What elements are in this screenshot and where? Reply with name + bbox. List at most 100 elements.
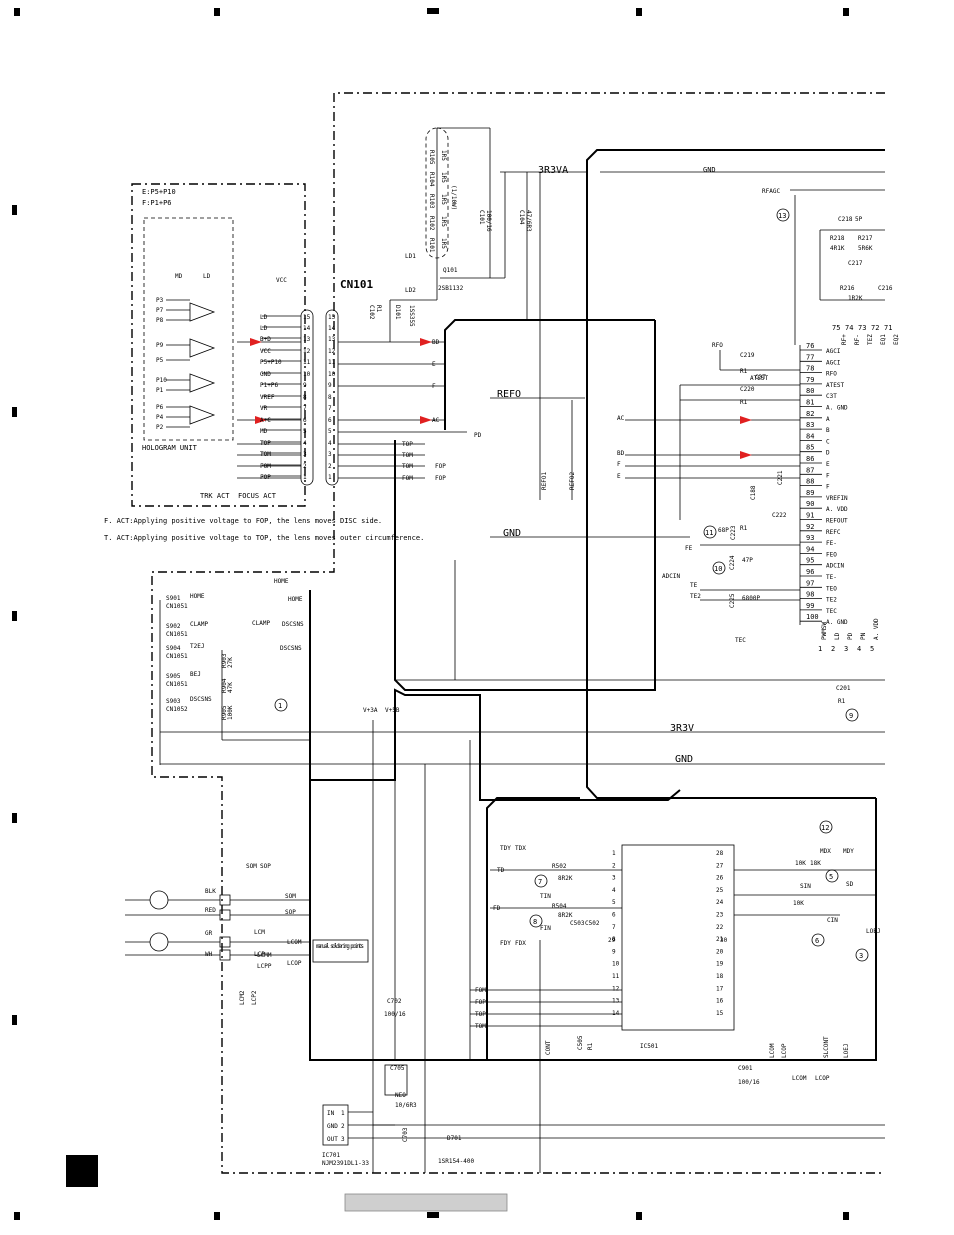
photodiode-pin: P5 [156, 357, 164, 364]
main-ic-pin-name: TE2 [826, 597, 837, 604]
callout-circle [712, 561, 726, 575]
main-ic-part: 5P [855, 216, 863, 223]
switch-resistor: 27K [227, 657, 234, 668]
main-ic-label: AC [617, 415, 625, 422]
cn101-pin-right: 2 [328, 463, 332, 470]
switch-ref: S903 [166, 698, 181, 705]
main-ic-pin: 86 [806, 455, 814, 463]
main-dashed-outline [151, 92, 885, 1174]
main-ic-part: R1 [740, 368, 748, 375]
border-marks [12, 8, 849, 1220]
driver-signal: C503 [570, 920, 585, 927]
driver-pin-right: 27 [716, 862, 724, 869]
main-ic-part: 47P [742, 557, 753, 564]
main-ic-pin: 96 [806, 568, 814, 576]
page-box [66, 1155, 98, 1187]
main-ic-pin: 98 [806, 591, 814, 599]
cn101-pin-left: 1 [303, 474, 307, 481]
callout-circle [529, 914, 543, 928]
cn101-right-signal: TOP [402, 441, 413, 448]
main-ic-pin: 90 [806, 500, 814, 508]
resistor-array [389, 127, 528, 342]
motor-signal: LCM [254, 929, 265, 936]
motor-wire-label: WH [205, 951, 213, 958]
switch-connector: CN1051 [166, 653, 188, 660]
main-ic-part: C224 [729, 555, 736, 570]
driver-pin-right: 22 [716, 924, 724, 931]
main-ic-bottom-name: LD [834, 632, 841, 640]
cn101-pin-left: 4 [303, 440, 307, 447]
switch-name: T2EJ [190, 643, 204, 650]
callout-number: 3 [859, 952, 863, 960]
main-ic-pin-name: REFC [826, 529, 841, 536]
driver-pin-left: 8 [612, 936, 616, 943]
driver-pin29: 29 [608, 937, 616, 944]
d701-type: 1SR154-400 [438, 1158, 475, 1165]
hologram-title: HOLOGRAM UNIT [142, 444, 198, 452]
main-ic-label: ATEST [750, 375, 768, 382]
driver-pin-left: 6 [612, 912, 616, 919]
switch-resistor: R905 [221, 705, 228, 720]
cn101-left-signal: VCC [260, 348, 271, 355]
photodiode-pin: P8 [156, 317, 164, 324]
main-ic-pin: 92 [806, 523, 814, 531]
main-ic-top-name: RF+ [841, 334, 848, 345]
cn101-left-signal: A+C [260, 417, 271, 424]
main-ic-pin-name: ADCIN [826, 563, 844, 570]
main-ic-pin: 84 [806, 432, 814, 440]
rail-gnd-top: GND [703, 166, 716, 174]
cn101-right-signal: E [432, 361, 436, 368]
main-ic-part: C216 [878, 285, 893, 292]
opamp [189, 338, 216, 358]
driver-bottom-label: LCOP [815, 1075, 830, 1082]
main-ic-bottom-pin: 5 [870, 645, 874, 653]
resistor-ref: R101 [428, 238, 435, 253]
main-ic-pin-name: TEO [826, 585, 837, 592]
bus-refo [394, 320, 656, 691]
cn101-left-signal: VREF [260, 394, 275, 401]
reg-pin-num: 2 [341, 1123, 345, 1130]
driver-pin-right: 23 [716, 912, 724, 919]
ld2-label: LD2 [405, 287, 416, 294]
main-ic-top-name: EQ2 [893, 334, 900, 345]
photodiode-pin: P10 [156, 377, 167, 384]
cn101-pin-left: 15 [303, 314, 311, 321]
main-ic-pin-name: B [826, 427, 830, 434]
driver-signal: TD [497, 867, 505, 874]
main-ic-pin-name: AGCI [826, 359, 841, 366]
driver-pin-left: 9 [612, 948, 616, 955]
switch-ref: S905 [166, 673, 181, 680]
cn101-left-signal: GND [260, 371, 271, 378]
driver-bottom-label: TOM [475, 1023, 486, 1030]
cn101-left-signal: LD [260, 314, 268, 321]
f-act-note: F. ACT:Applying positive voltage to FOP,… [104, 517, 382, 525]
c102-ref: C102 [368, 305, 375, 320]
rail-refo: REFO [497, 389, 521, 400]
driver-pin-right: 15 [716, 1010, 724, 1017]
c104-value: 47/6R3 [525, 210, 532, 232]
c102-value: R1 [375, 305, 382, 313]
main-ic-part: 68P [718, 527, 729, 534]
driver-pin-right: 24 [716, 899, 724, 906]
switch-ref: S901 [166, 595, 181, 602]
q101-ref: Q101 [443, 267, 458, 274]
main-ic-part: 5R6K [858, 245, 873, 252]
cn101-pin-left: 10 [303, 371, 311, 378]
main-ic-pin-name: TE- [826, 574, 837, 581]
callout-number: 12 [821, 824, 829, 832]
switch-connector: CN1051 [166, 631, 188, 638]
main-ic-part: R218 [830, 235, 845, 242]
rail-3r3v: 3R3V [670, 723, 694, 734]
photodiode-pin: P6 [156, 404, 164, 411]
c705-ref: C705 [390, 1065, 405, 1072]
driver-bottom-label: LCOM [769, 1043, 776, 1058]
switch-name: CLAMP [190, 621, 208, 628]
ic701-type: NJM2391DL1-33 [322, 1160, 369, 1167]
main-ic-pin: 82 [806, 410, 814, 418]
main-ic-pin-name: A. GND [826, 405, 848, 412]
driver-pin-left: 14 [612, 1010, 620, 1017]
neo-label: NEO [395, 1092, 406, 1099]
lcp2-label: LCP2 [251, 990, 258, 1005]
ld-label: LD [203, 273, 211, 280]
